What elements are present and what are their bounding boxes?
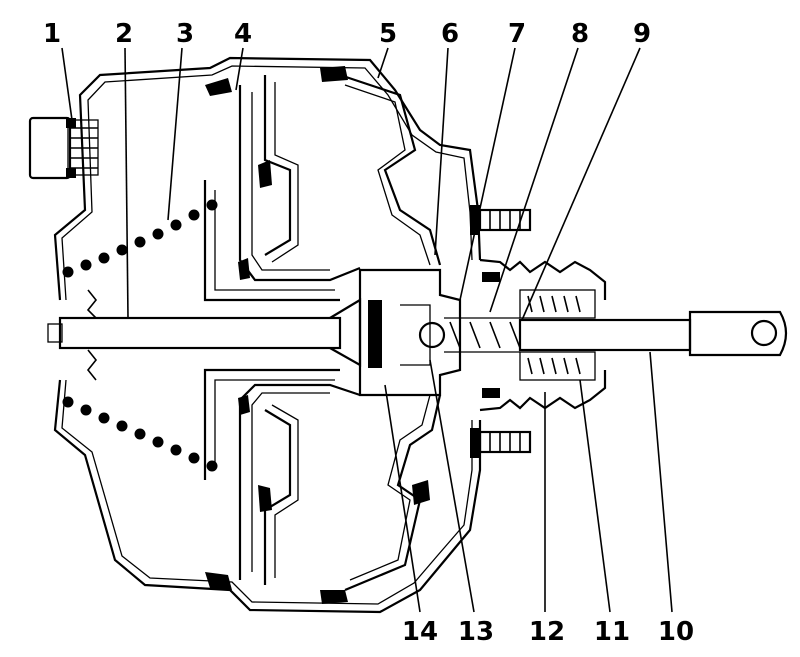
label-10: 10: [658, 617, 694, 647]
mounting-studs: [470, 205, 532, 458]
input-rod: [518, 310, 788, 357]
diaphragm-upper: [203, 66, 442, 302]
label-7: 7: [508, 19, 526, 49]
return-spring: [62, 199, 218, 472]
label-2: 2: [115, 19, 133, 49]
label-1: 1: [43, 19, 61, 49]
label-5: 5: [379, 19, 397, 49]
label-14: 14: [402, 617, 438, 647]
label-11: 11: [594, 617, 630, 647]
air-filter: [519, 289, 596, 381]
label-6: 6: [441, 19, 459, 49]
label-13: 13: [458, 617, 494, 647]
control-valve-body: [358, 268, 521, 397]
booster-housing: [53, 56, 482, 614]
leader-lines: [61, 47, 673, 613]
check-valve: [28, 116, 99, 180]
dust-boot: [479, 258, 607, 412]
part-labels: 1 2 3 4 5 6 7 8 9 10 11 12 13 14: [43, 19, 694, 647]
label-12: 12: [529, 617, 565, 647]
label-4: 4: [234, 19, 252, 49]
diaphragm-lower: [203, 368, 442, 604]
label-3: 3: [176, 19, 194, 49]
label-8: 8: [571, 19, 589, 49]
label-9: 9: [633, 19, 651, 49]
push-rod: [47, 289, 362, 381]
